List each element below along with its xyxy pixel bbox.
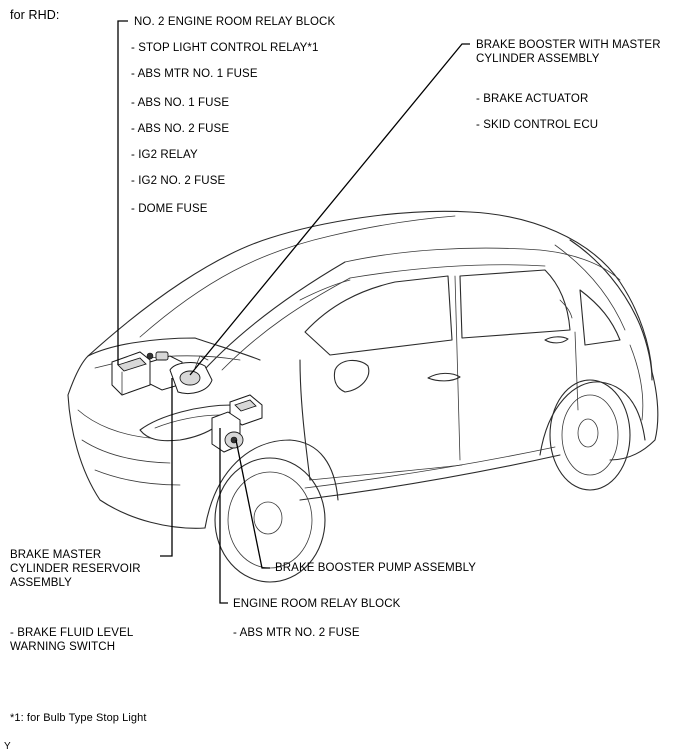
relay-block-part: [229, 394, 263, 426]
item-brake-fluid-level-line2: WARNING SWITCH: [10, 641, 116, 653]
label-reservoir-line3: ASSEMBLY: [10, 577, 72, 589]
no2-relay-block-part: [111, 351, 154, 396]
label-reservoir-line1: BRAKE MASTER: [10, 549, 102, 561]
label-no2-relay-block: NO. 2 ENGINE ROOM RELAY BLOCK: [134, 16, 336, 28]
item-abs-no2-fuse: - ABS NO. 2 FUSE: [131, 123, 230, 135]
leader-pump: [235, 439, 270, 569]
item-brake-fluid-level-line1: - BRAKE FLUID LEVEL: [10, 627, 134, 639]
leader-relay-block: [219, 428, 228, 604]
region-title: for RHD:: [10, 8, 60, 22]
corner-mark: Y: [4, 741, 11, 752]
footnote: *1: for Bulb Type Stop Light: [10, 712, 147, 724]
label-pump: BRAKE BOOSTER PUMP ASSEMBLY: [275, 562, 477, 574]
pump-part: [211, 411, 244, 453]
item-ig2-relay: - IG2 RELAY: [131, 149, 198, 161]
item-abs-no1-fuse: - ABS NO. 1 FUSE: [131, 97, 230, 109]
leader-lines: [117, 20, 470, 604]
leader-reservoir: [160, 378, 173, 557]
car-body: [67, 210, 659, 583]
item-dome-fuse: - DOME FUSE: [131, 203, 208, 215]
label-engine-room-relay-block: ENGINE ROOM RELAY BLOCK: [233, 598, 401, 610]
item-skid-control-ecu: - SKID CONTROL ECU: [476, 119, 599, 131]
item-stop-light-control-relay: - STOP LIGHT CONTROL RELAY*1: [131, 42, 319, 54]
item-brake-actuator: - BRAKE ACTUATOR: [476, 93, 589, 105]
label-brake-booster-line2: CYLINDER ASSEMBLY: [476, 53, 600, 65]
item-ig2-no2-fuse: - IG2 NO. 2 FUSE: [131, 175, 226, 187]
brake-booster-part: [169, 355, 213, 394]
label-reservoir-line2: CYLINDER RESERVOIR: [10, 563, 141, 575]
leader-brake-booster: [189, 43, 470, 376]
label-brake-booster-line1: BRAKE BOOSTER WITH MASTER: [476, 39, 661, 51]
item-abs-mtr-no2-fuse: - ABS MTR NO. 2 FUSE: [233, 627, 360, 639]
item-abs-mtr-no1-fuse: - ABS MTR NO. 1 FUSE: [131, 68, 258, 80]
leader-no2-relay-block: [117, 20, 128, 365]
